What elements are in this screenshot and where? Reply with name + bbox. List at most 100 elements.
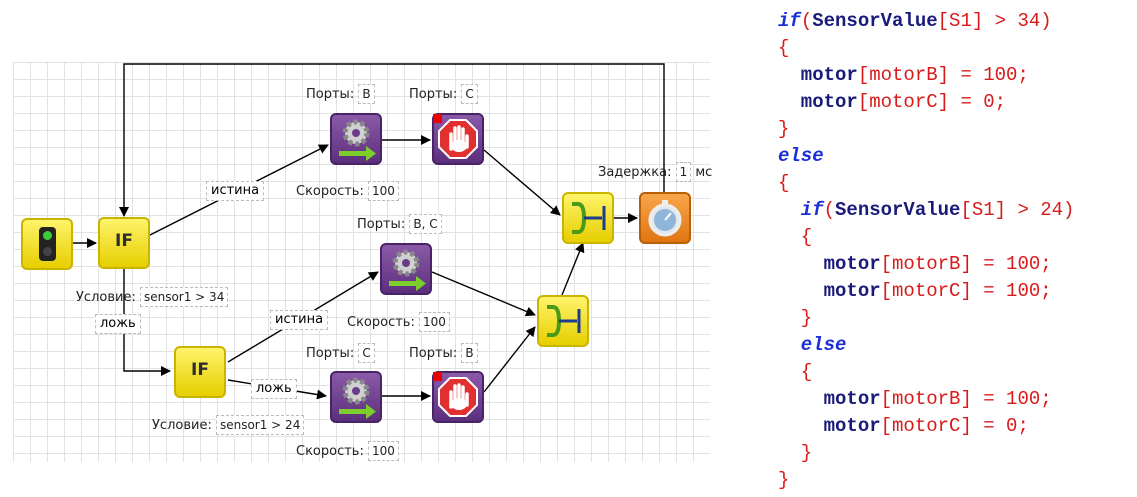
code-listing: if(SensorValue[S1] > 34){ motor[motorB] …	[778, 8, 1074, 494]
code-token: motor	[778, 415, 881, 437]
code-token: SensorValue	[812, 10, 938, 32]
code-token: [motorB] = 100;	[880, 253, 1052, 275]
delay-value[interactable]: 1	[675, 162, 692, 182]
wire-if1-false	[123, 268, 171, 376]
code-token: motor	[778, 280, 881, 302]
connection-wires	[72, 63, 665, 401]
code-token: }	[778, 442, 813, 464]
if2-true-label: истина	[270, 310, 329, 330]
motor3-speed-label: Скорость: 100	[296, 441, 399, 461]
code-line: else	[778, 332, 1074, 359]
code-token: else	[778, 145, 824, 167]
code-line: {	[778, 224, 1074, 251]
stop-hand-icon	[438, 377, 478, 417]
code-line: motor[motorC] = 0;	[778, 89, 1074, 116]
code-token: }	[778, 469, 790, 491]
code-line: }	[778, 440, 1074, 467]
code-token: [S1] > 34)	[937, 10, 1052, 32]
stop-hand-icon	[438, 119, 478, 159]
code-token: [motorC] = 0;	[880, 415, 1029, 437]
motor-block-3[interactable]	[330, 371, 382, 423]
wire-merge2-merge1	[561, 242, 585, 296]
code-token: {	[778, 172, 790, 194]
code-token: [motorB] = 100;	[857, 64, 1029, 86]
wire-stop1-merge1	[483, 149, 561, 216]
start-block[interactable]	[21, 218, 73, 270]
stop-block-2[interactable]	[432, 371, 484, 423]
code-token: motor	[778, 388, 881, 410]
wire-loop-back	[119, 63, 665, 217]
motor3-ports-label: Порты: C	[306, 343, 375, 363]
code-line: }	[778, 467, 1074, 494]
if-block-2[interactable]: IF	[174, 346, 226, 398]
stop-block-1[interactable]	[432, 113, 484, 165]
if-block-1[interactable]: IF	[98, 217, 150, 269]
code-token: {	[778, 361, 813, 383]
if1-condition-value[interactable]: sensor1 > 34	[139, 287, 229, 307]
code-line: {	[778, 170, 1074, 197]
code-token: (	[823, 199, 836, 221]
code-token: motor	[778, 91, 858, 113]
merge-block-1[interactable]	[562, 192, 614, 244]
motor1-ports-label: Порты: B	[306, 84, 375, 104]
motor2-speed-value[interactable]: 100	[419, 312, 450, 332]
gear-arrow-icon	[339, 119, 376, 161]
if1-false-label: ложь	[95, 314, 141, 334]
code-token: {	[778, 37, 790, 59]
stop2-ports-label: Порты: B	[409, 343, 478, 363]
code-token: }	[778, 118, 790, 140]
code-line: }	[778, 305, 1074, 332]
if2-false-label: ложь	[251, 379, 297, 399]
code-token: motor	[778, 64, 858, 86]
code-line: motor[motorB] = 100;	[778, 251, 1074, 278]
stop2-ports-value[interactable]: B	[461, 343, 478, 363]
motor3-ports-value[interactable]: C	[358, 343, 375, 363]
code-token: (	[800, 10, 813, 32]
traffic-light-icon	[39, 227, 56, 261]
stop1-ports-value[interactable]: C	[461, 84, 478, 104]
if1-true-label: истина	[206, 181, 265, 201]
code-line: motor[motorB] = 100;	[778, 62, 1074, 89]
if-block-1-label: IF	[115, 231, 133, 251]
code-line: {	[778, 35, 1074, 62]
stop1-ports-label: Порты: C	[409, 84, 478, 104]
code-token: if	[778, 199, 824, 221]
stopwatch-icon	[648, 200, 682, 237]
code-line: motor[motorB] = 100;	[778, 386, 1074, 413]
merge-block-2[interactable]	[537, 295, 589, 347]
code-token: if	[778, 10, 801, 32]
code-token: {	[778, 226, 813, 248]
if2-condition-value[interactable]: sensor1 > 24	[215, 415, 305, 435]
motor-block-2[interactable]	[380, 243, 432, 295]
delay-block[interactable]	[639, 192, 691, 244]
gear-arrow-icon	[389, 249, 426, 291]
code-token: [motorB] = 100;	[880, 388, 1052, 410]
motor2-ports-value[interactable]: B, C	[409, 214, 442, 234]
motor3-speed-value[interactable]: 100	[368, 441, 399, 461]
code-line: }	[778, 116, 1074, 143]
code-line: else	[778, 143, 1074, 170]
wire-motor2-merge2	[431, 271, 536, 317]
if2-condition-label: Условие: sensor1 > 24	[152, 415, 305, 435]
motor1-ports-value[interactable]: B	[358, 84, 375, 104]
motor1-speed-value[interactable]: 100	[368, 181, 399, 201]
code-line: {	[778, 359, 1074, 386]
merge-icon	[547, 305, 581, 337]
code-line: if(SensorValue[S1] > 34)	[778, 8, 1074, 35]
merge-icon	[572, 202, 606, 234]
code-token: motor	[778, 253, 881, 275]
code-line: motor[motorC] = 100;	[778, 278, 1074, 305]
if1-condition-label: Условие: sensor1 > 34	[76, 287, 229, 307]
motor-block-1[interactable]	[330, 113, 382, 165]
code-token: [S1] > 24)	[960, 199, 1075, 221]
motor2-speed-label: Скорость: 100	[347, 312, 450, 332]
code-token: }	[778, 307, 813, 329]
motor1-speed-label: Скорость: 100	[296, 181, 399, 201]
motor2-ports-label: Порты: B, C	[357, 214, 442, 234]
code-token: else	[778, 334, 847, 356]
code-token: [motorC] = 0;	[857, 91, 1007, 113]
delay-label: Задержка: 1 мс	[598, 162, 712, 182]
if-block-2-label: IF	[191, 360, 209, 380]
wire-stop3-merge2	[483, 326, 536, 393]
gear-arrow-icon	[339, 377, 376, 419]
